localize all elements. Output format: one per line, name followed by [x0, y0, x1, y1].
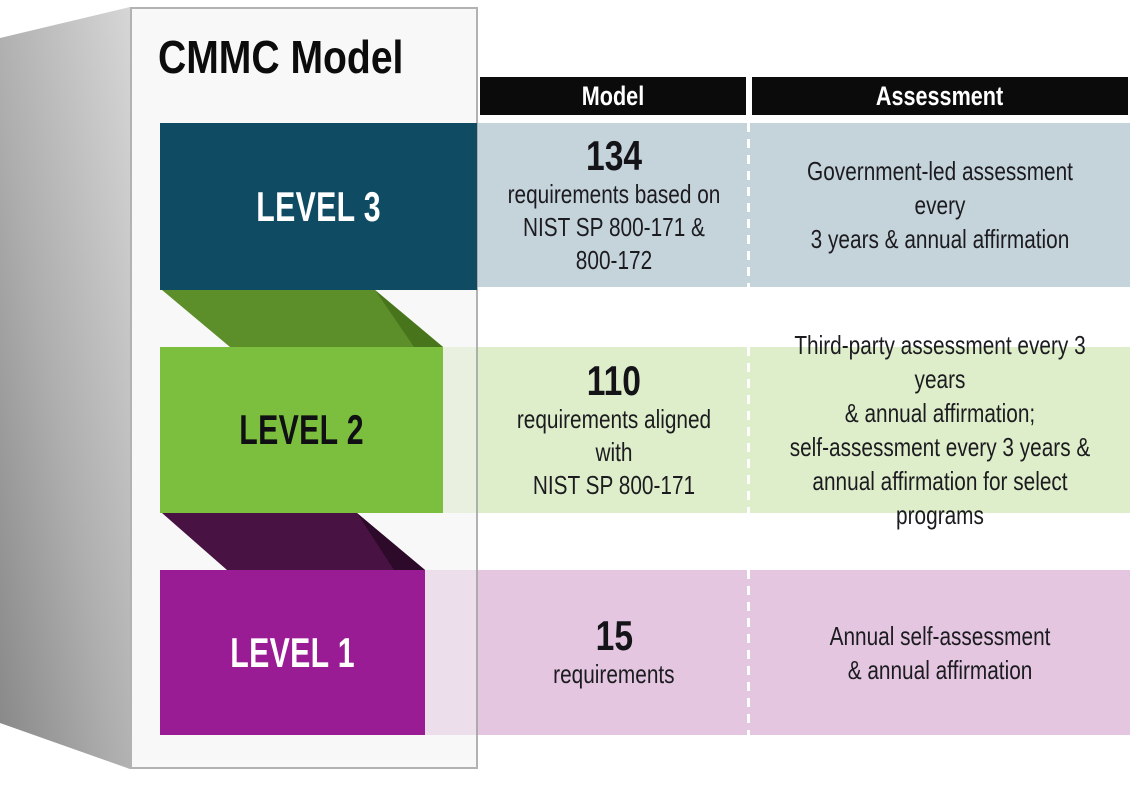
level3-label: LEVEL 3: [256, 182, 381, 230]
level2-box: LEVEL 2: [160, 347, 443, 513]
ribbon-green: [162, 290, 443, 347]
table-row-level3: [458, 123, 1130, 287]
column-divider-dashed: [747, 123, 750, 287]
requirement-count: 134: [585, 131, 643, 179]
column-header-model: Model: [480, 77, 746, 115]
assessment-cell-level3: Government-led assessment every 3 years …: [752, 123, 1128, 287]
requirement-desc: requirements based on NIST SP 800-171 & …: [507, 178, 721, 275]
column-divider-dashed: [747, 347, 750, 513]
column-header-assessment: Assessment: [752, 77, 1128, 115]
column-header-assessment-label: Assessment: [876, 80, 1004, 111]
assessment-text: Third-party assessment every 3 years & a…: [789, 330, 1091, 530]
assessment-text: Annual self-assessment & annual affirmat…: [829, 620, 1051, 685]
box-side-face: [0, 7, 130, 769]
requirement-desc: requirements: [553, 659, 675, 689]
model-cell-level3: 134 requirements based on NIST SP 800-17…: [480, 123, 748, 287]
column-divider-dashed: [747, 570, 750, 735]
assessment-cell-level2: Third-party assessment every 3 years & a…: [752, 330, 1128, 530]
level1-label: LEVEL 1: [230, 628, 355, 676]
requirement-count: 110: [586, 356, 642, 404]
ribbon-green-shadow: [375, 290, 443, 347]
model-cell-level1: 15 requirements: [480, 570, 748, 735]
assessment-text: Government-led assessment every 3 years …: [807, 156, 1073, 254]
requirement-count: 15: [595, 612, 633, 659]
page-title: CMMC Model: [158, 31, 404, 83]
level2-label: LEVEL 2: [239, 406, 364, 453]
model-cell-level2: 110 requirements aligned with NIST SP 80…: [480, 347, 748, 513]
requirement-desc: requirements aligned with NIST SP 800-17…: [516, 403, 712, 500]
level1-box: LEVEL 1: [160, 570, 425, 735]
assessment-cell-level1: Annual self-assessment & annual affirmat…: [752, 570, 1128, 735]
table-row-level2: [443, 347, 1130, 513]
table-row-level1: [425, 570, 1130, 735]
column-header-model-label: Model: [581, 80, 645, 111]
level3-box: LEVEL 3: [160, 123, 477, 290]
ribbon-purple-shadow: [357, 513, 425, 570]
ribbon-purple: [162, 513, 425, 570]
